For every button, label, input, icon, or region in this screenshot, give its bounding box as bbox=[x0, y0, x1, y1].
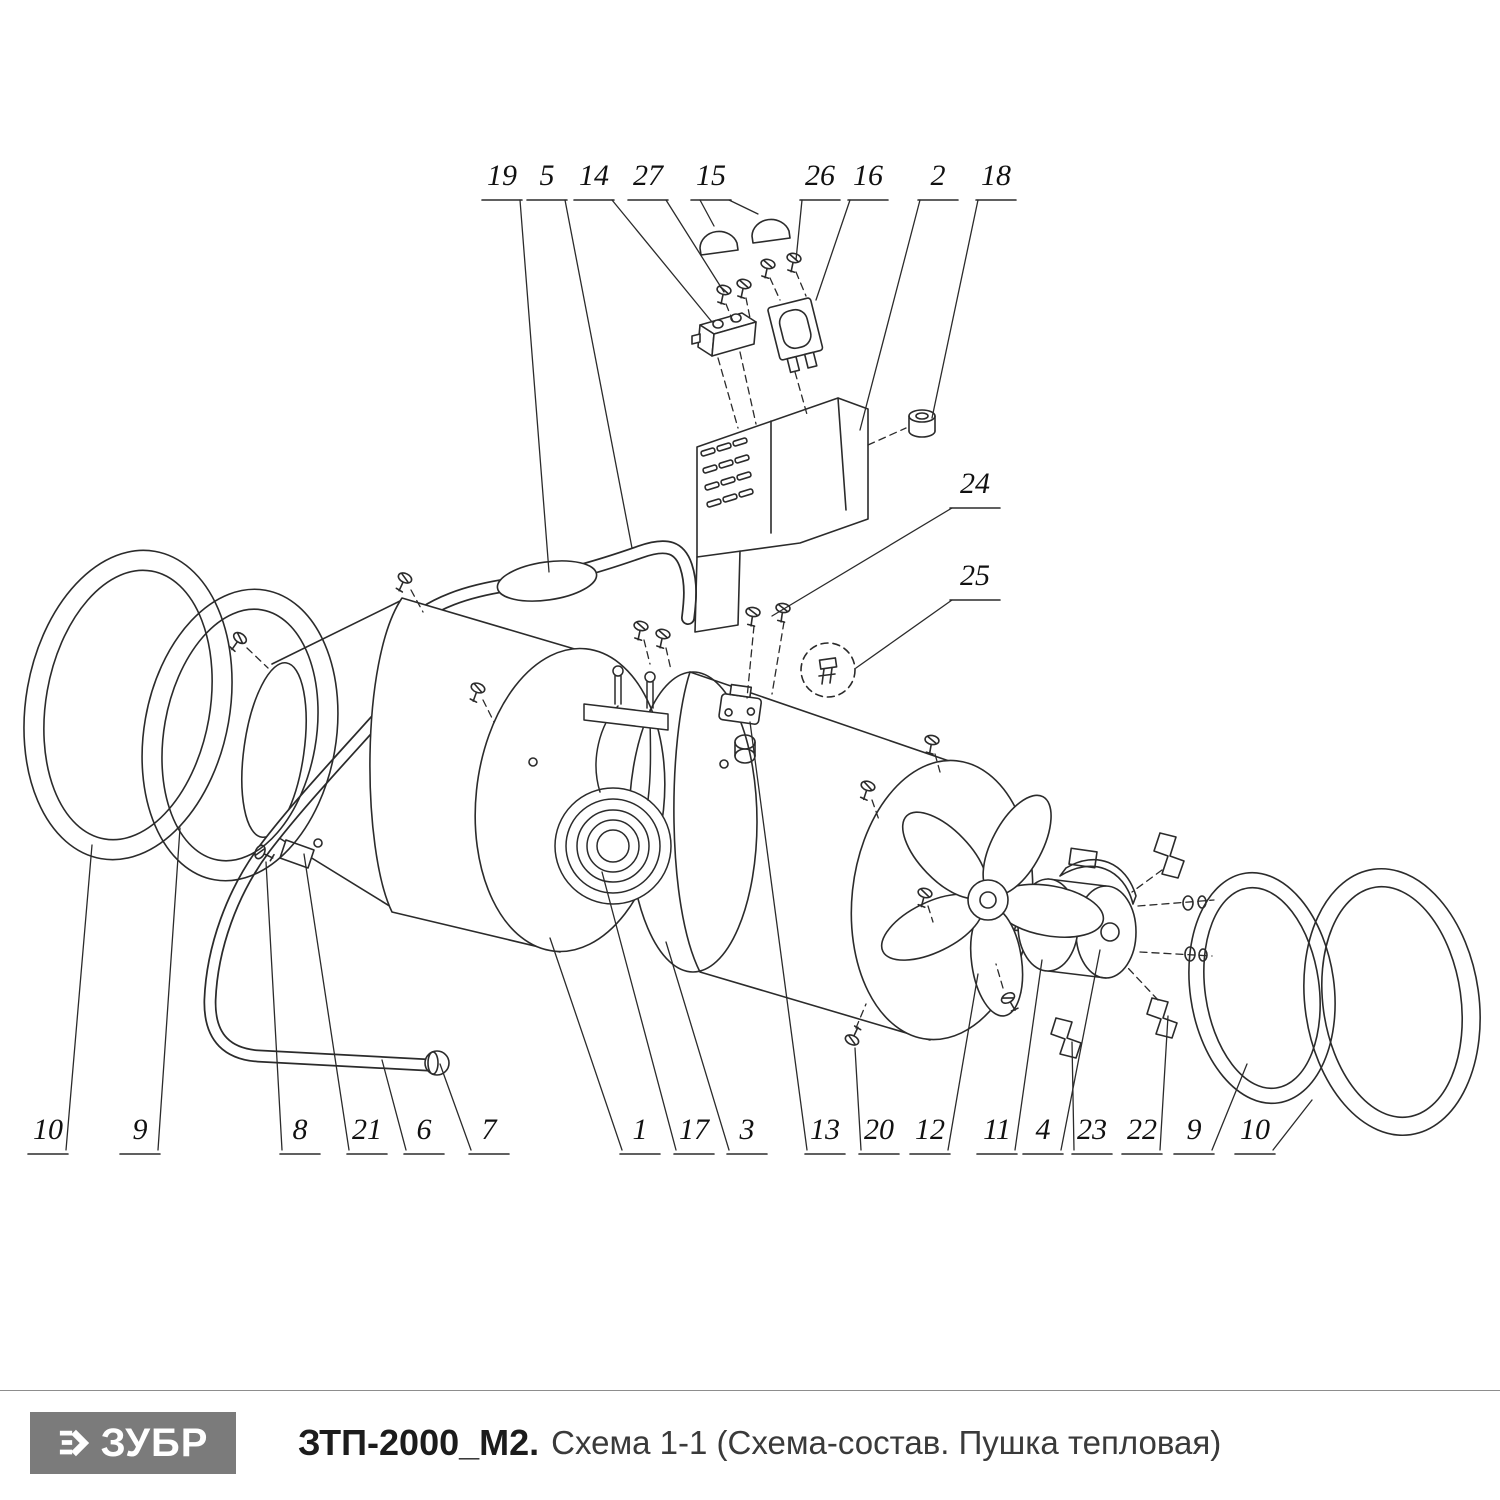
callout-20: 20 bbox=[864, 1113, 894, 1146]
callout-17: 17 bbox=[679, 1113, 709, 1146]
handle-tube bbox=[393, 540, 697, 639]
callout-16: 16 bbox=[853, 159, 883, 192]
thermostat bbox=[718, 683, 763, 725]
callout-25: 25 bbox=[960, 559, 990, 592]
callout-underlines bbox=[27, 199, 1276, 1155]
callout-10-left: 10 bbox=[33, 1113, 63, 1146]
front-grille-rings bbox=[23, 549, 339, 882]
hole-caps bbox=[699, 218, 791, 256]
rear-grille-rings bbox=[1188, 867, 1481, 1137]
callout-2: 2 bbox=[930, 159, 946, 192]
callout-23: 23 bbox=[1077, 1113, 1107, 1146]
scheme-caption: ЗТП-2000_М2. Схема 1-1 (Схема-состав. Пу… bbox=[298, 1412, 1221, 1474]
callout-15: 15 bbox=[696, 159, 726, 192]
callout-4: 4 bbox=[1035, 1113, 1051, 1146]
scheme-model: ЗТП-2000_М2. bbox=[298, 1422, 540, 1463]
motor-mount-bracket bbox=[1059, 859, 1137, 905]
adjust-screw-detail bbox=[800, 642, 856, 698]
callout-7: 7 bbox=[481, 1113, 497, 1146]
callout-22: 22 bbox=[1127, 1113, 1157, 1146]
footer-divider bbox=[0, 1390, 1500, 1391]
mounting-strips bbox=[1050, 832, 1185, 1059]
callout-13: 13 bbox=[810, 1113, 840, 1146]
zubr-logo: ЗУБР bbox=[30, 1412, 236, 1474]
callout-19: 19 bbox=[487, 159, 517, 192]
callout-6: 6 bbox=[416, 1113, 432, 1146]
callout-8: 8 bbox=[292, 1113, 308, 1146]
callout-9-left: 9 bbox=[132, 1113, 148, 1146]
heating-element bbox=[554, 665, 672, 905]
main-housing bbox=[369, 597, 666, 953]
callout-5: 5 bbox=[539, 159, 555, 192]
callout-26: 26 bbox=[805, 159, 835, 192]
vent-slots bbox=[700, 437, 754, 508]
leader-lines bbox=[65, 199, 1313, 1151]
assembly-axes bbox=[246, 271, 1215, 1029]
callout-27: 27 bbox=[633, 159, 663, 192]
handle-grip bbox=[496, 560, 598, 602]
tube-end-cap bbox=[424, 1050, 450, 1076]
scheme-title: Схема 1-1 (Схема-состав. Пушка тепловая) bbox=[551, 1424, 1222, 1461]
callout-11: 11 bbox=[983, 1113, 1011, 1146]
callout-21: 21 bbox=[352, 1113, 382, 1146]
fan-impeller bbox=[880, 794, 1105, 1017]
control-cover bbox=[694, 397, 869, 633]
rocker-switch bbox=[767, 297, 824, 374]
callout-14: 14 bbox=[579, 159, 609, 192]
zubr-logo-icon bbox=[59, 1429, 89, 1457]
callout-1: 1 bbox=[632, 1113, 648, 1146]
callout-12: 12 bbox=[915, 1113, 945, 1146]
callout-3: 3 bbox=[739, 1113, 755, 1146]
callout-18: 18 bbox=[981, 159, 1011, 192]
cable-gland bbox=[908, 409, 936, 438]
callout-10-right: 10 bbox=[1240, 1113, 1270, 1146]
callout-9-right: 9 bbox=[1186, 1113, 1202, 1146]
zubr-logo-text: ЗУБР bbox=[100, 1420, 209, 1465]
callout-24: 24 bbox=[960, 467, 990, 500]
terminal-block bbox=[691, 312, 757, 357]
